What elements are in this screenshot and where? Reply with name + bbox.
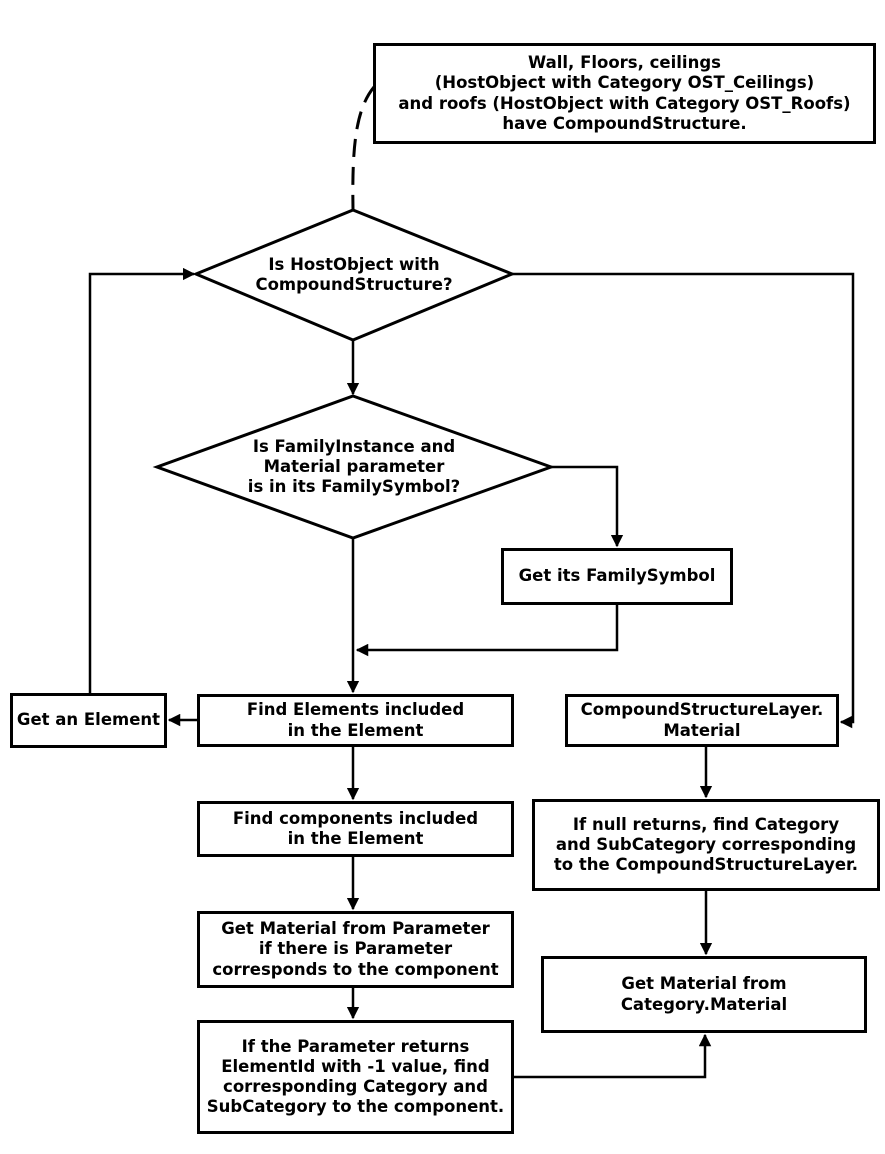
if-parameter-returns-box: If the Parameter returns ElementId with … bbox=[197, 1020, 514, 1134]
find-elements-box: Find Elements included in the Element bbox=[197, 694, 514, 747]
find-elements-text: Find Elements included in the Element bbox=[246, 700, 465, 740]
compound-layer-material-box: CompoundStructureLayer. Material bbox=[565, 694, 839, 747]
arrow-host-to-layer bbox=[512, 272, 855, 729]
if-null-find-category-box: If null returns, find Category and SubCa… bbox=[532, 799, 880, 891]
if-null-find-category-text: If null returns, find Category and SubCa… bbox=[553, 814, 859, 875]
if-parameter-returns-text: If the Parameter returns ElementId with … bbox=[206, 1036, 505, 1117]
arrow-symbol-to-main bbox=[355, 605, 619, 657]
decision-familyinstance: Is FamilyInstance and Material parameter… bbox=[157, 396, 551, 538]
get-familysymbol-box: Get its FamilySymbol bbox=[501, 548, 733, 605]
arrow-get-element-loop bbox=[88, 267, 196, 693]
decision-familyinstance-text: Is FamilyInstance and Material parameter… bbox=[247, 436, 461, 497]
note-compound-structure: Wall, Floors, ceilings (HostObject with … bbox=[373, 43, 876, 144]
get-material-parameter-box: Get Material from Parameter if there is … bbox=[197, 911, 514, 988]
get-element-box: Get an Element bbox=[10, 693, 167, 748]
get-material-category-text: Get Material from Category.Material bbox=[620, 974, 788, 1014]
decision-hostobject-text: Is HostObject with CompoundStructure? bbox=[255, 254, 453, 294]
find-components-text: Find components included in the Element bbox=[232, 808, 479, 848]
note-compound-structure-text: Wall, Floors, ceilings (HostObject with … bbox=[398, 53, 851, 133]
decision-hostobject: Is HostObject with CompoundStructure? bbox=[196, 210, 512, 340]
annotation-link bbox=[351, 86, 376, 211]
arrow-family-to-symbol bbox=[551, 465, 624, 548]
get-material-category-box: Get Material from Category.Material bbox=[541, 956, 867, 1033]
find-components-box: Find components included in the Element bbox=[197, 801, 514, 857]
arrow-if-returns-to-category-material bbox=[514, 1033, 712, 1079]
get-material-parameter-text: Get Material from Parameter if there is … bbox=[212, 919, 499, 979]
compound-layer-material-text: CompoundStructureLayer. Material bbox=[580, 700, 824, 740]
get-familysymbol-text: Get its FamilySymbol bbox=[518, 566, 716, 586]
get-element-text: Get an Element bbox=[16, 710, 161, 730]
